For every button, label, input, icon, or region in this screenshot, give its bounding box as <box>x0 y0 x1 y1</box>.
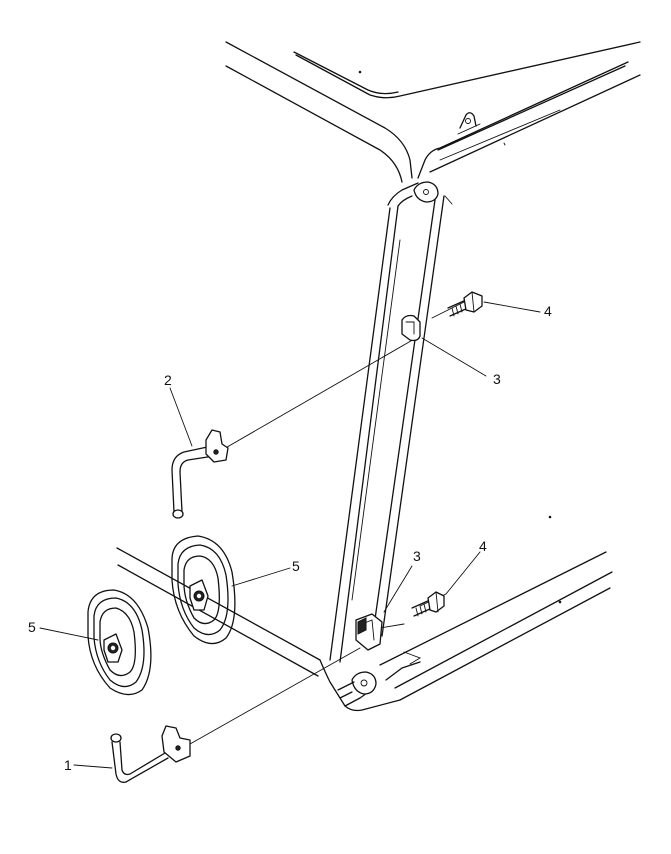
leader-lines <box>189 301 465 745</box>
bracket-upper <box>401 314 421 342</box>
callout-3-upper: 3 <box>493 371 501 387</box>
callout-4-upper: 4 <box>544 303 552 319</box>
callout-pointers <box>39 301 541 769</box>
callout-5-left: 5 <box>28 619 36 635</box>
callout-2: 2 <box>164 372 172 388</box>
callout-4-lower: 4 <box>479 538 487 554</box>
bolt-upper <box>447 291 483 317</box>
callout-5-right: 5 <box>292 558 300 574</box>
callout-3-lower: 3 <box>413 548 421 564</box>
mirror-lower <box>87 589 152 696</box>
bracket-lower <box>355 613 383 651</box>
mirror-stay-upper <box>171 429 229 519</box>
bolt-lower <box>411 591 445 617</box>
mirror-upper <box>171 535 236 645</box>
callout-1: 1 <box>64 757 72 773</box>
mirror-stay-lower <box>110 725 191 783</box>
cab-body <box>116 41 641 712</box>
